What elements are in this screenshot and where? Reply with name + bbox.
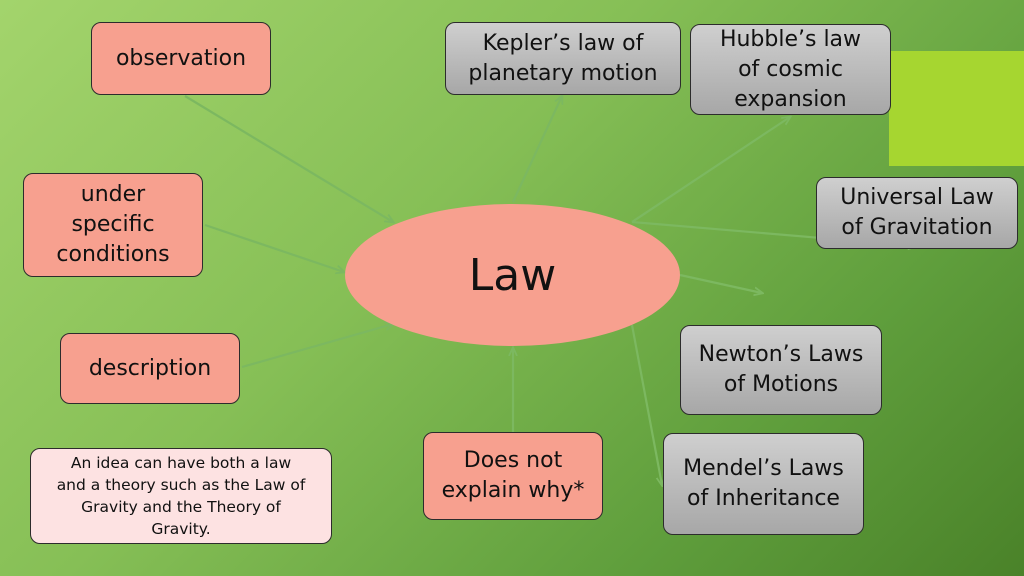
arrow-kepler: [512, 96, 562, 203]
arrow-newton: [679, 273, 762, 293]
newton-laws-box: Newton’s Laws of Motions: [680, 325, 882, 415]
observation-box: observation: [91, 22, 271, 95]
arrow-under-specific: [204, 223, 344, 272]
mendel-laws-box: Mendel’s Laws of Inheritance: [663, 433, 864, 535]
law-theory-note: An idea can have both a law and a theory…: [30, 448, 332, 544]
arrow-mendel: [630, 324, 662, 485]
universal-law-box: Universal Law of Gravitation: [816, 177, 1018, 249]
law-label: Law: [468, 249, 557, 301]
accent-square: [889, 51, 1024, 166]
arrow-observation: [184, 95, 393, 222]
hubble-law-box: Hubble’s law of cosmic expansion: [690, 24, 891, 115]
does-not-explain-why-box: Does not explain why*: [423, 432, 603, 520]
description-box: description: [60, 333, 240, 404]
arrow-description: [241, 324, 393, 369]
kepler-law-box: Kepler’s law of planetary motion: [445, 22, 681, 95]
law-center-ellipse: Law: [345, 204, 680, 346]
under-specific-conditions-box: under specific conditions: [23, 173, 203, 277]
arrow-hubble: [631, 117, 790, 223]
